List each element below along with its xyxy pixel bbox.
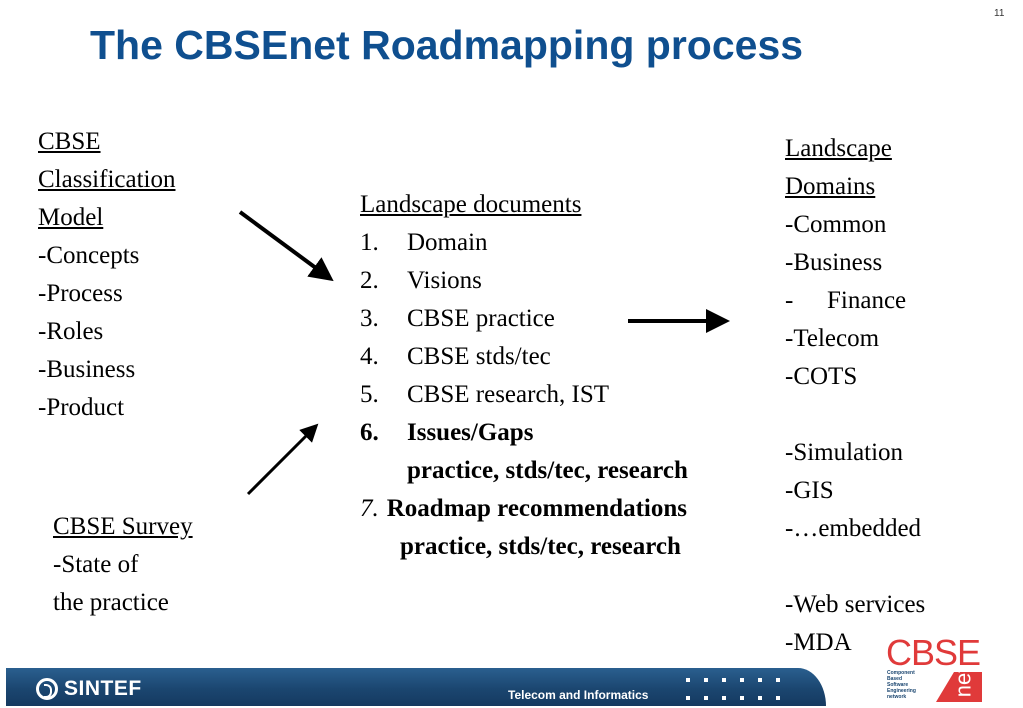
slide-title: The CBSEnet Roadmapping process <box>90 22 804 68</box>
survey-line: the practice <box>53 589 169 616</box>
domain-item: -Common <box>785 211 887 238</box>
domain-item: -…embedded <box>785 515 922 542</box>
survey-heading: CBSE Survey <box>53 513 193 540</box>
document-item: 5.CBSE research, IST <box>360 381 610 408</box>
domain-item: -MDA <box>785 629 852 656</box>
classification-model-block: CBSE Classification Model -Concepts -Pro… <box>38 123 175 427</box>
survey-line: -State of <box>53 551 139 578</box>
landscape-documents-heading: Landscape documents <box>360 191 582 218</box>
cbse-logo-text: CBSE <box>886 632 981 673</box>
cbse-logo-subtext: Component Based Software Engineering net… <box>887 670 916 700</box>
domains-heading-line: Domains <box>785 173 876 200</box>
document-item: 3.CBSE practice <box>360 305 555 332</box>
footer-dot-pattern <box>684 676 784 702</box>
sintef-logo: SINTEF <box>36 677 142 701</box>
domain-item: -Business <box>785 249 883 276</box>
arrow-classification-to-documents <box>238 210 334 282</box>
domains-heading-line: Landscape <box>785 135 892 162</box>
domain-item: -GIS <box>785 477 834 504</box>
document-item: 6.Issues/Gaps <box>360 419 534 446</box>
arrow-survey-to-documents <box>246 423 319 496</box>
domain-item: -Finance <box>785 287 907 314</box>
domain-item: -Web services <box>785 591 926 618</box>
classification-item: -Process <box>38 280 123 307</box>
document-item-subtext: practice, stds/tec, research <box>400 533 681 560</box>
sintef-wordmark: SINTEF <box>64 677 142 700</box>
document-item: 1.Domain <box>360 229 488 256</box>
sintef-emblem-icon <box>36 678 58 700</box>
landscape-documents-block: Landscape documents 1.Domain 2.Visions 3… <box>360 186 688 566</box>
document-item: 4.CBSE stds/tec <box>360 343 551 370</box>
page-number: 11 <box>994 8 1005 19</box>
landscape-domains-block: Landscape Domains -Common -Business -Fin… <box>785 130 925 662</box>
document-item: 7.Roadmap recommendations <box>360 495 687 522</box>
domain-item: -Simulation <box>785 439 904 466</box>
cbse-net-text: net <box>950 666 976 698</box>
classification-heading-line: CBSE <box>38 128 101 155</box>
document-item-subtext: practice, stds/tec, research <box>407 457 688 484</box>
classification-item: -Concepts <box>38 242 140 269</box>
survey-block: CBSE Survey -State of the practice <box>53 508 193 622</box>
domain-item: -Telecom <box>785 325 880 352</box>
classification-item: -Roles <box>38 318 104 345</box>
domain-item: -COTS <box>785 363 858 390</box>
division-name: Telecom and Informatics <box>508 688 649 702</box>
classification-item: -Product <box>38 394 125 421</box>
classification-item: -Business <box>38 356 136 383</box>
document-item: 2.Visions <box>360 267 482 294</box>
classification-heading-line: Model <box>38 204 104 231</box>
cbse-net-notch <box>936 672 954 702</box>
classification-heading-line: Classification <box>38 166 176 193</box>
